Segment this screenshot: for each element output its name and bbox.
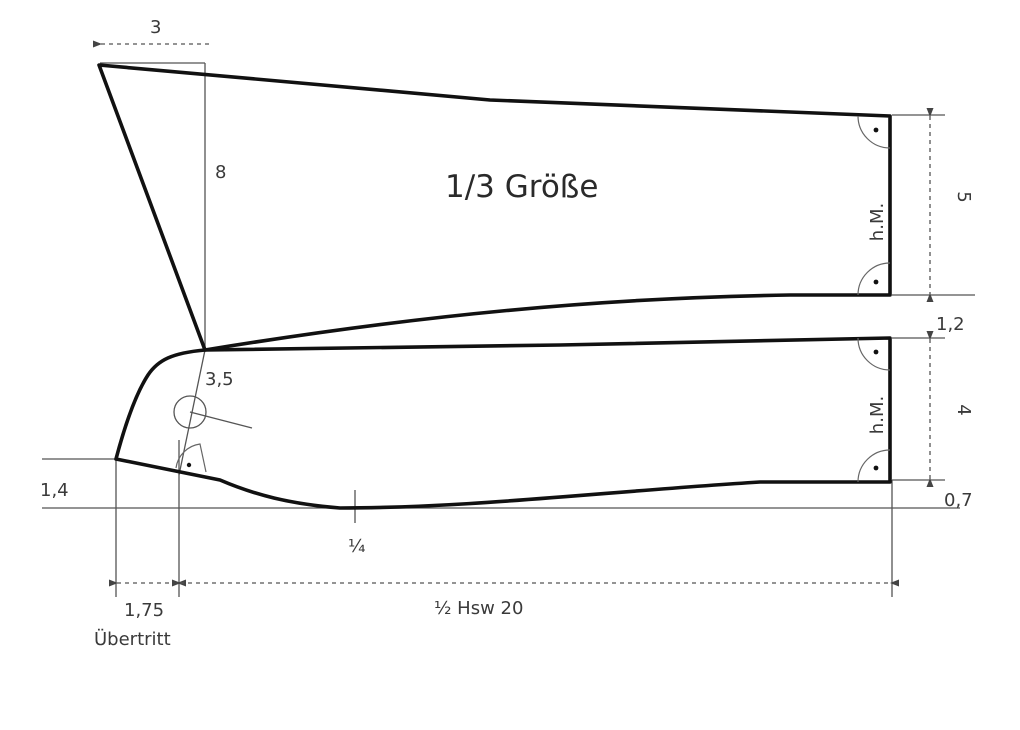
- label-0-7: 0,7: [944, 490, 973, 511]
- label-hm-lower: h.M.: [867, 396, 888, 434]
- right-angle-arc-1: [857, 115, 891, 149]
- upper-piece: [97, 63, 892, 352]
- dimension-lines: [93, 40, 934, 587]
- right-angle-arc-3: [857, 337, 891, 371]
- right-angle-markers: [175, 115, 891, 483]
- label-3-5: 3,5: [205, 369, 234, 390]
- button-line: [189, 411, 253, 429]
- right-angle-dot-5: [186, 462, 192, 468]
- label-half-hsw: ½ Hsw 20: [434, 598, 523, 619]
- label-4: 4: [953, 404, 974, 415]
- label-3: 3: [150, 17, 161, 38]
- label-1-75: 1,75: [124, 600, 164, 621]
- right-angle-dot-4: [873, 465, 879, 471]
- right-angle-dot-2: [873, 279, 879, 285]
- label-5: 5: [953, 191, 974, 202]
- pattern-title: 1/3 Größe: [445, 169, 598, 205]
- right-angle-arc-5: [175, 443, 207, 473]
- label-hm-upper: h.M.: [867, 203, 888, 241]
- construction-lines: [42, 62, 975, 597]
- pattern-outline: [97, 63, 892, 510]
- button-circle: [173, 395, 207, 429]
- right-angle-dot-1: [873, 127, 879, 133]
- right-angle-arc-4: [857, 449, 891, 483]
- label-1-4: 1,4: [40, 480, 69, 501]
- label-1-2: 1,2: [936, 314, 965, 335]
- label-quarter: ¼: [348, 536, 365, 557]
- right-angle-dot-3: [873, 349, 879, 355]
- lower-piece: [114, 336, 892, 510]
- labels: 1/3 Größe 3 8 5 h.M. 1,2 3,5 h.M. 4 1,4 …: [40, 17, 974, 650]
- label-8: 8: [215, 162, 226, 183]
- label-uebertritt: Übertritt: [94, 628, 171, 650]
- right-angle-arc-2: [857, 262, 891, 296]
